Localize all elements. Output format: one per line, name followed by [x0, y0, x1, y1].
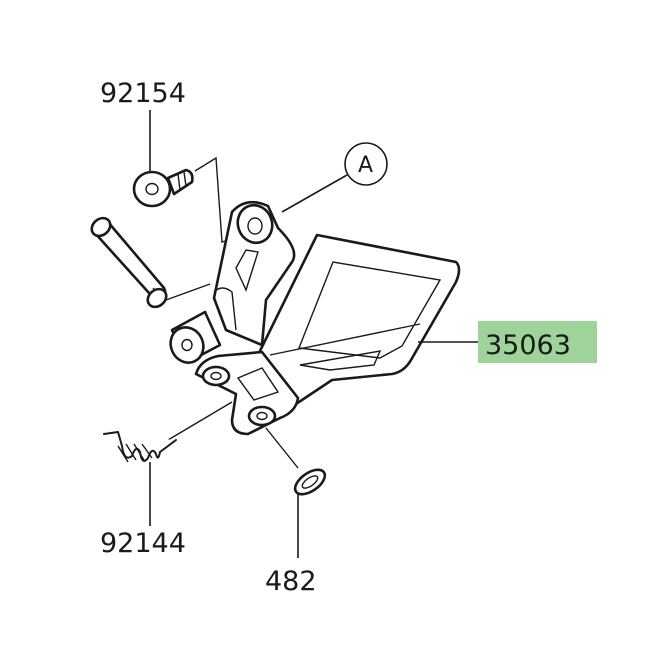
assembly-guide-spring [167, 401, 233, 441]
pivot-pin-part [90, 216, 168, 309]
spring-part [103, 431, 177, 463]
assembly-guide-pin [165, 283, 211, 301]
part-number-482[interactable]: 482 [265, 566, 317, 597]
callout-letter-a: A [358, 153, 373, 178]
bracket-part [194, 200, 461, 436]
part-number-35063[interactable]: 35063 [485, 330, 571, 361]
clip-part [293, 468, 327, 496]
assembly-guide-clip [265, 427, 299, 469]
bushing-part [169, 310, 222, 364]
callout-circle-a [344, 142, 388, 186]
part-number-92154[interactable]: 92154 [100, 78, 186, 109]
leader-line-a [281, 174, 348, 213]
part-number-92144[interactable]: 92144 [100, 528, 186, 559]
bolt-part [132, 168, 194, 208]
highlight-box-35063 [478, 321, 597, 363]
